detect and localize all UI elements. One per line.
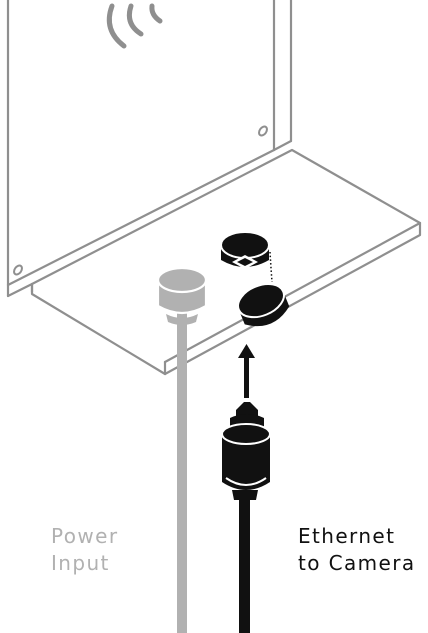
port-cap-tether — [269, 251, 273, 283]
port-cap-opening-inner — [237, 258, 253, 266]
power-input-label-line1: Power — [51, 524, 119, 548]
enclosure-side-bottom — [272, 139, 293, 152]
mounting-hole-right — [258, 125, 268, 137]
plate-front-edge — [163, 221, 422, 376]
ethernet-connector-top — [221, 423, 271, 445]
ethernet-cable — [239, 495, 250, 633]
port-plug — [237, 283, 290, 327]
enclosure-front-bottom — [6, 148, 276, 287]
wifi-signal-icon — [106, 3, 163, 49]
plate-top-surface — [30, 148, 422, 364]
enclosure-box — [6, 0, 293, 298]
power-cable — [177, 312, 187, 633]
power-gland-collar — [166, 314, 198, 325]
power-cable-assembly — [156, 266, 208, 633]
ethernet-cable-assembly — [221, 402, 271, 633]
plate-left-edge — [30, 282, 167, 376]
enclosure-left-lip — [6, 282, 34, 298]
arrow-up-icon — [238, 344, 255, 398]
ethernet-label-line1: Ethernet — [298, 524, 396, 548]
port-cap-top — [220, 231, 270, 259]
mounting-hole-left — [13, 264, 23, 276]
power-input-label: Power Input — [51, 523, 118, 577]
power-gland-top — [156, 266, 208, 294]
ethernet-connector-tip — [236, 402, 258, 418]
power-input-label-line2: Input — [51, 551, 110, 575]
bottom-plate — [30, 148, 422, 376]
ethernet-port-cap — [220, 231, 290, 327]
ethernet-label-line2: to Camera — [298, 551, 416, 575]
ethernet-connector-body — [222, 434, 270, 490]
ethernet-strain-relief — [232, 490, 258, 500]
ethernet-label: Ethernet to Camera — [298, 523, 416, 577]
ethernet-connector-ring — [225, 477, 267, 486]
